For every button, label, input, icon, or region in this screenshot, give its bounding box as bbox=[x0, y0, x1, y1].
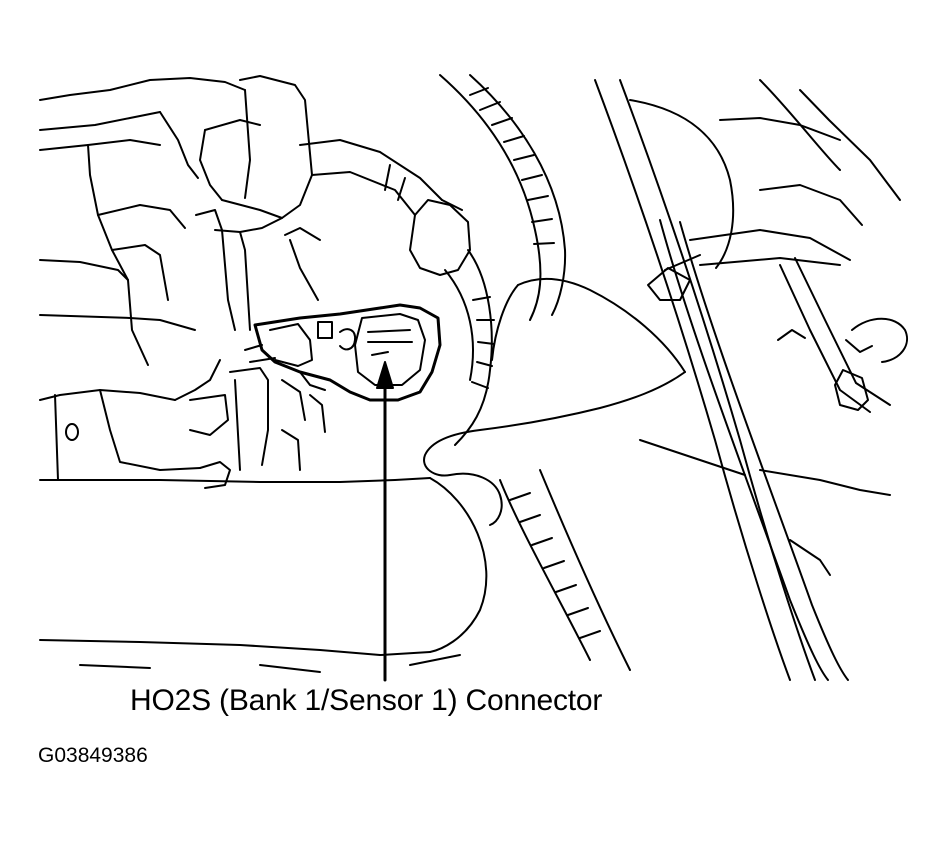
callout-arrow bbox=[376, 361, 394, 682]
left-lower-mount bbox=[39, 359, 326, 489]
callout-label: HO2S (Bank 1/Sensor 1) Connector bbox=[130, 684, 603, 717]
exhaust-pipe-upper bbox=[284, 139, 471, 301]
engine-block-outline bbox=[39, 77, 246, 366]
upper-right-component bbox=[629, 79, 908, 413]
intake-housing bbox=[195, 75, 313, 331]
figure-id: G03849386 bbox=[38, 744, 148, 767]
lower-hose bbox=[499, 469, 631, 671]
right-cables bbox=[594, 79, 849, 681]
hose-boot bbox=[423, 278, 686, 526]
right-lower-panel bbox=[639, 439, 891, 576]
large-hose bbox=[439, 74, 567, 446]
lower-body-curve bbox=[39, 477, 488, 673]
ho2s-connector bbox=[244, 303, 442, 402]
